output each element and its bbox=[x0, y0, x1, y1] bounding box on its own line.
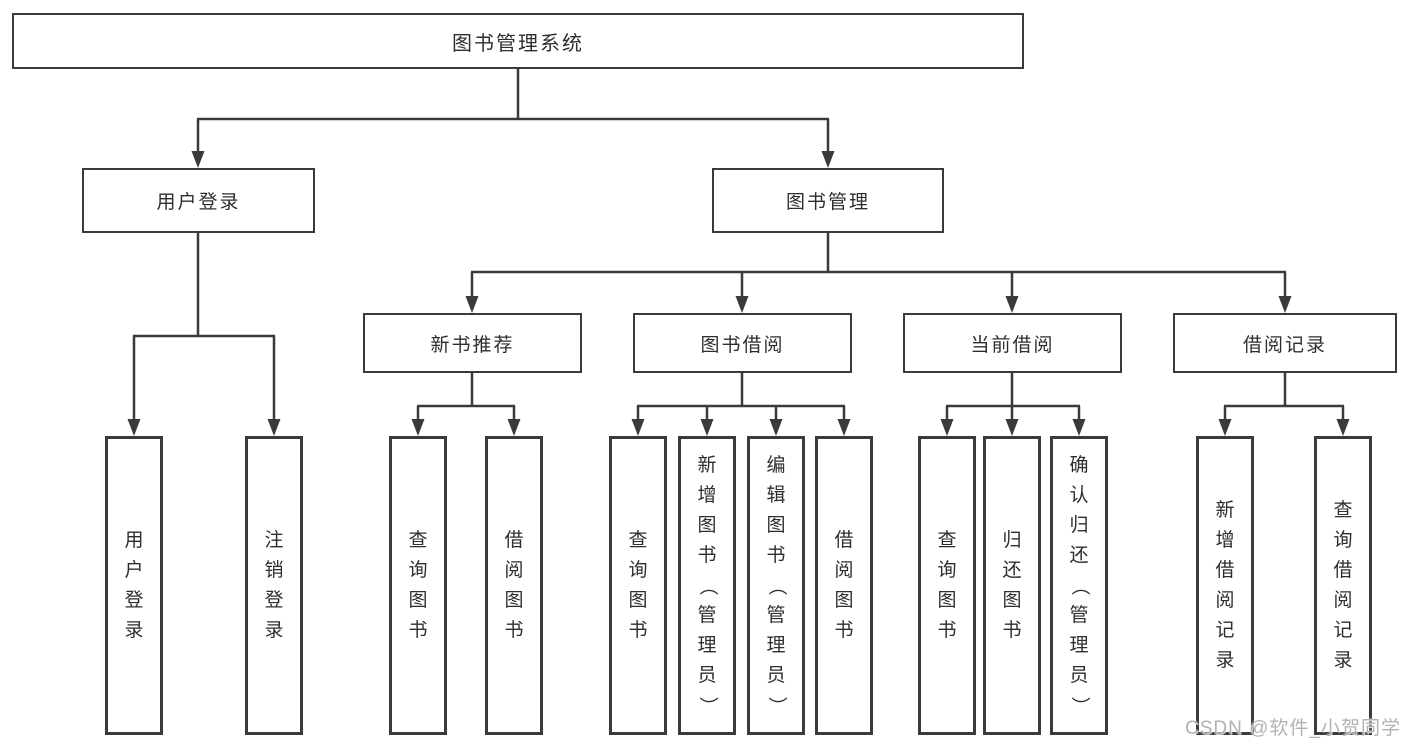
leaf-add-borrow-record: 新增借阅记录 bbox=[1196, 436, 1254, 735]
leaf-logout: 注销登录 bbox=[245, 436, 303, 735]
leaf-add-books-admin: 新增图书（管理员） bbox=[678, 436, 736, 735]
node-book-management: 图书管理 bbox=[712, 168, 944, 233]
leaf-user-login: 用户登录 bbox=[105, 436, 163, 735]
node-new-book-recommendation: 新书推荐 bbox=[363, 313, 582, 373]
leaf-query-books-borrow: 查询图书 bbox=[609, 436, 667, 735]
leaf-borrow-books-newbooks: 借阅图书 bbox=[485, 436, 543, 735]
leaf-query-books-newbooks: 查询图书 bbox=[389, 436, 447, 735]
node-library-management-system: 图书管理系统 bbox=[12, 13, 1024, 69]
node-user-login: 用户登录 bbox=[82, 168, 315, 233]
leaf-query-books-current: 查询图书 bbox=[918, 436, 976, 735]
node-current-borrowing: 当前借阅 bbox=[903, 313, 1122, 373]
leaf-edit-books-admin: 编辑图书（管理员） bbox=[747, 436, 805, 735]
leaf-return-books: 归还图书 bbox=[983, 436, 1041, 735]
node-book-borrowing: 图书借阅 bbox=[633, 313, 852, 373]
node-borrowing-records: 借阅记录 bbox=[1173, 313, 1397, 373]
watermark: CSDN @软件_小贺同学 bbox=[1185, 718, 1401, 739]
leaf-borrow-books-borrow: 借阅图书 bbox=[815, 436, 873, 735]
leaf-confirm-return-admin: 确认归还（管理员） bbox=[1050, 436, 1108, 735]
leaf-query-borrow-record: 查询借阅记录 bbox=[1314, 436, 1372, 735]
